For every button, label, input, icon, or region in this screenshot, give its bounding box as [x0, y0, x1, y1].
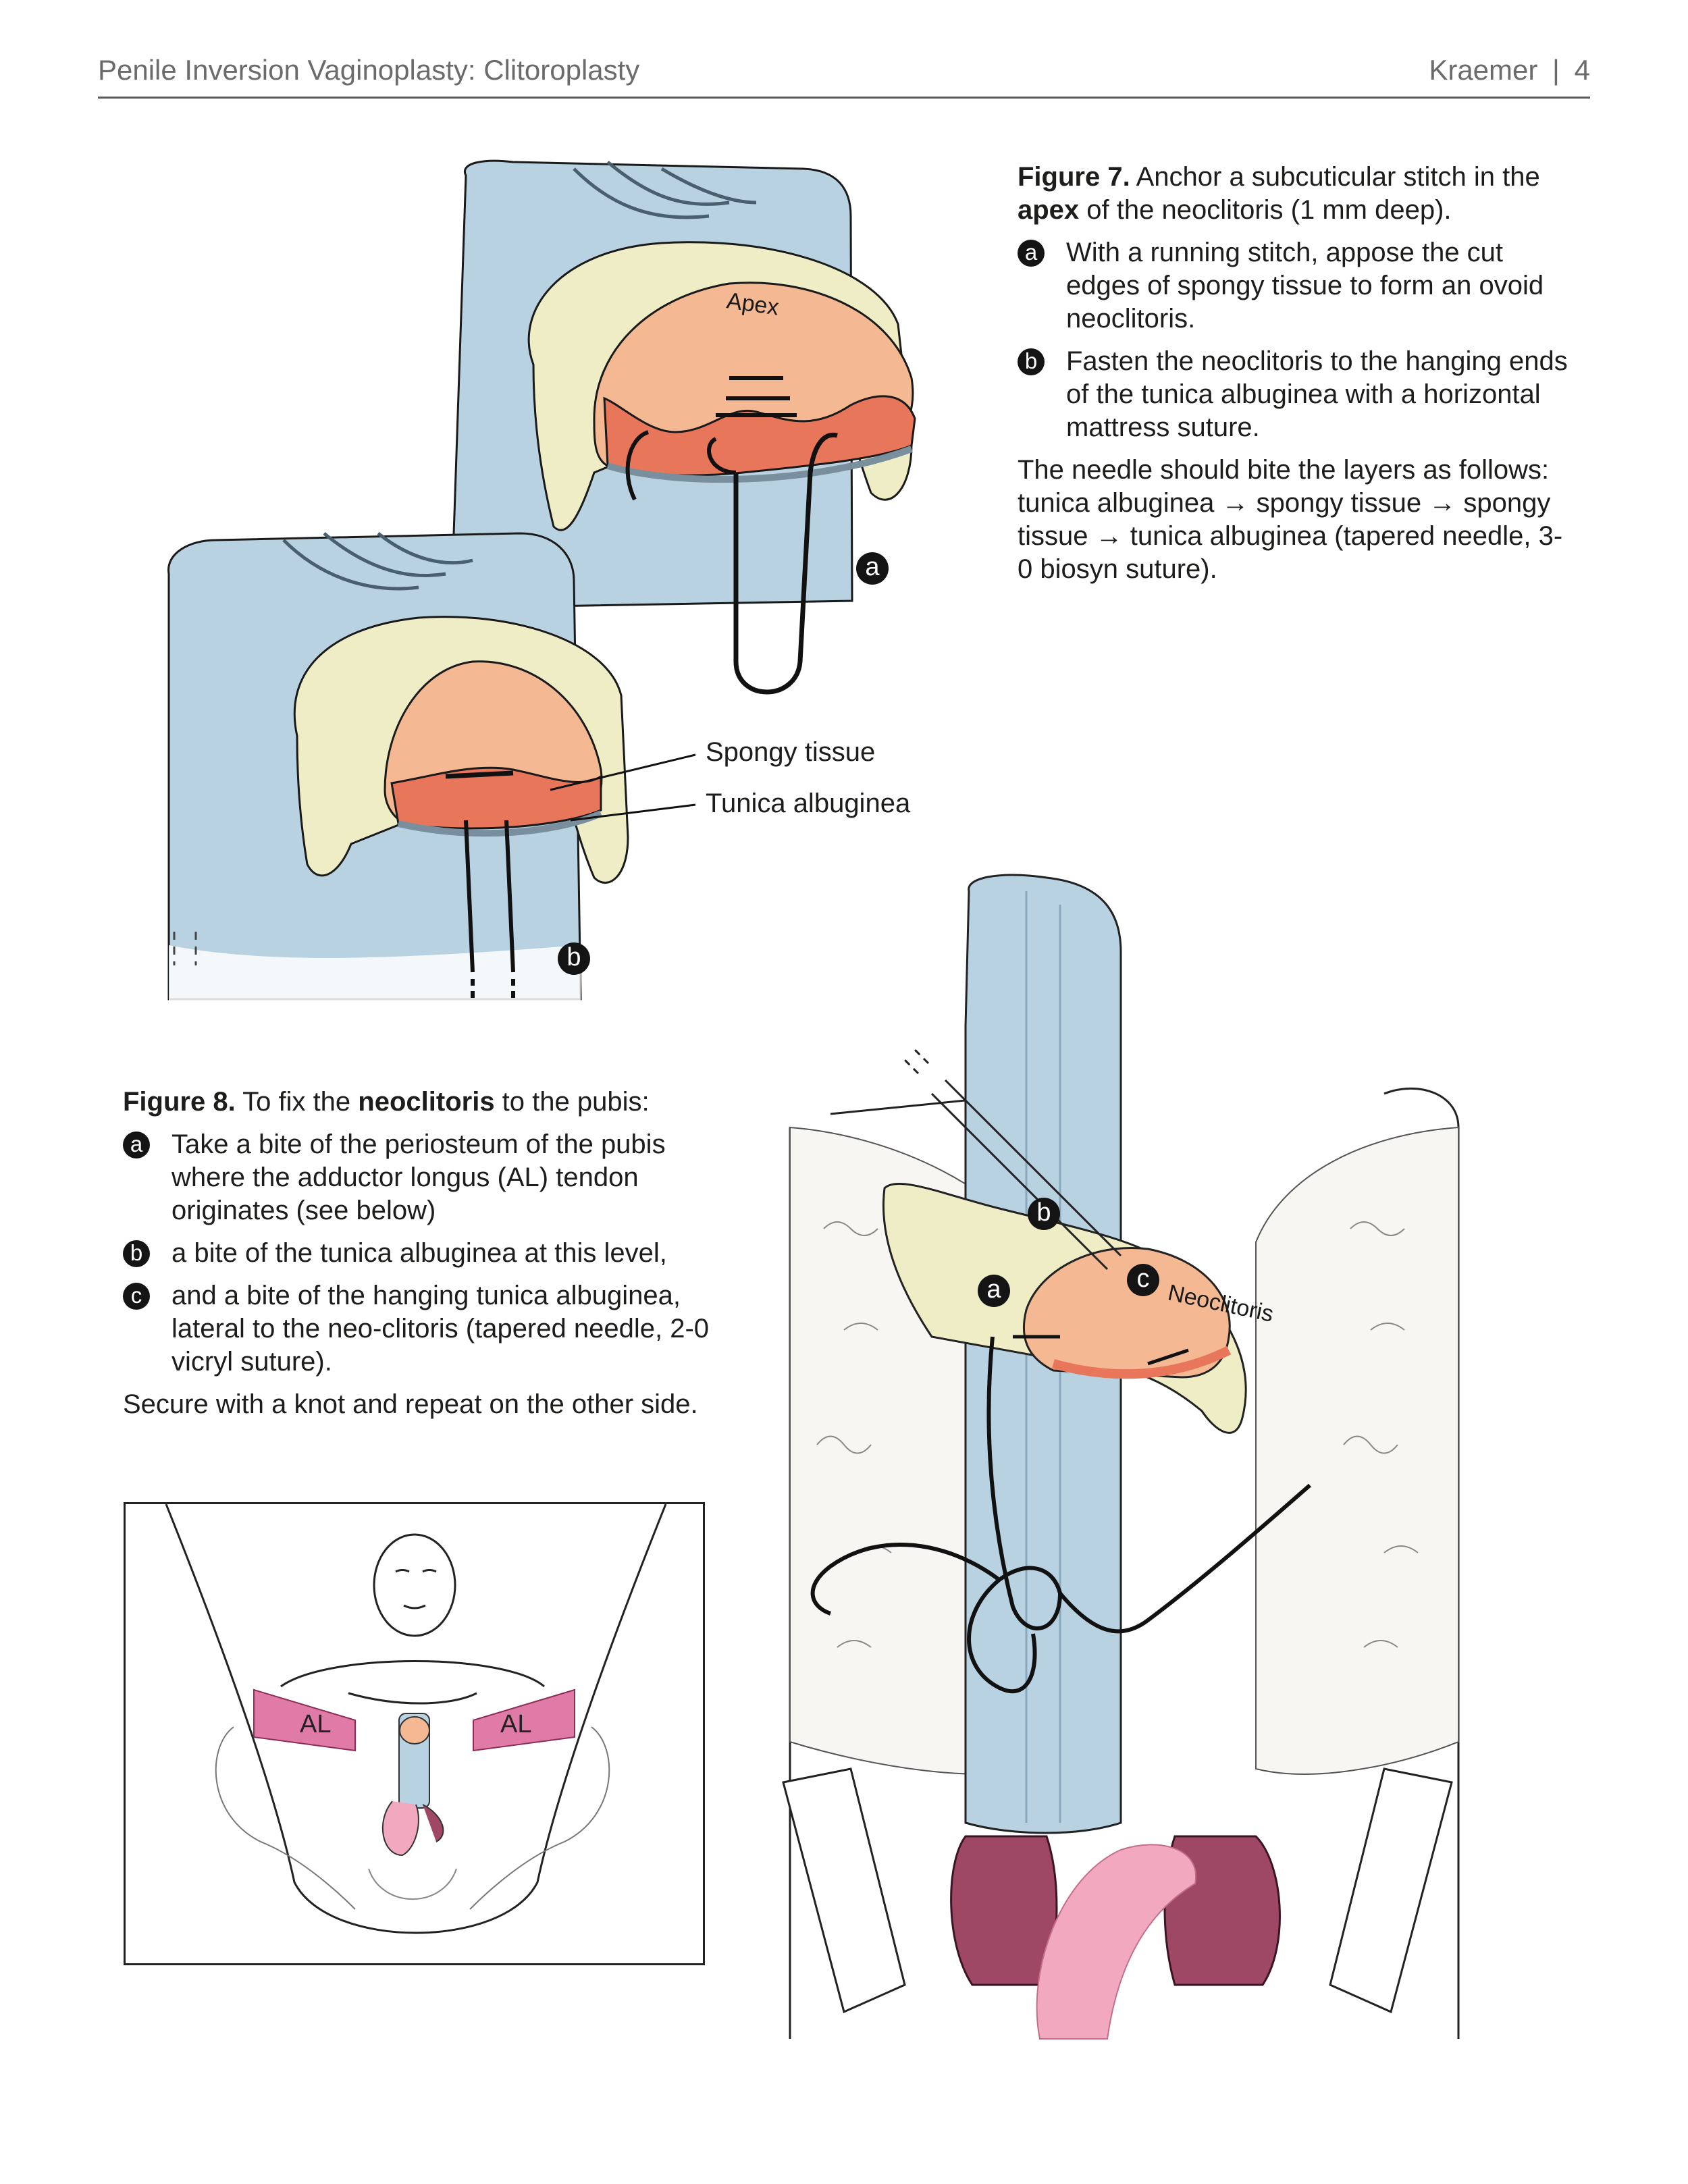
fig8-callout-b: b: [1028, 1198, 1060, 1230]
fig7-caption-post: of the neoclitoris (1 mm deep).: [1079, 195, 1452, 225]
fig8-item-a-badge: a: [123, 1131, 150, 1158]
fig7-upper-stage: Apex: [451, 159, 916, 695]
figure7-caption: Figure 7. Anchor a subcuticular stitch i…: [1018, 161, 1571, 595]
figure8-caption: Figure 8. To fix the neoclitoris to the …: [123, 1086, 717, 1431]
figure8-illustration: Neoclitoris: [782, 874, 1460, 2040]
tunica-leader-line: [570, 803, 696, 822]
fig8-caption-post: to the pubis:: [494, 1087, 650, 1117]
running-header-page: Kraemer | 4: [1429, 54, 1590, 86]
fig7-note: The needle should bite the layers as fol…: [1018, 455, 1563, 584]
figure7-illustration: Apex: [167, 159, 916, 1006]
fig8-caption-bold: neoclitoris: [358, 1087, 495, 1117]
fig7-callout-b: b: [558, 942, 590, 975]
fig8-inset-al-left: AL: [300, 1710, 331, 1738]
fig7-item-b-badge: b: [1018, 348, 1045, 375]
fig8-item-a: a Take a bite of the periosteum of the p…: [123, 1128, 717, 1227]
fig7-item-a-text: With a running stitch, appose the cut ed…: [1066, 238, 1544, 334]
fig7-callout-a: a: [856, 552, 889, 585]
fig8-callout-c: c: [1127, 1264, 1159, 1296]
fig8-item-b-text: a bite of the tunica albuginea at this l…: [172, 1238, 667, 1268]
fig7-spongy-tissue-label: Spongy tissue: [706, 737, 876, 767]
fig7-label: Figure 7.: [1018, 162, 1130, 192]
header-author: Kraemer: [1429, 54, 1538, 86]
fig8-item-b-badge: b: [123, 1240, 150, 1267]
fig8-inset-frame: AL AL: [124, 1502, 705, 1965]
fig8-item-c-text: and a bite of the hanging tunica albugin…: [172, 1281, 710, 1377]
fig8-inset-al-right: AL: [500, 1710, 531, 1738]
fig8-callout-a: a: [978, 1275, 1010, 1307]
fig7-caption-lead: Figure 7. Anchor a subcuticular stitch i…: [1018, 161, 1571, 227]
header-page-number: 4: [1574, 54, 1590, 86]
running-header-title: Penile Inversion Vaginoplasty: Clitoropl…: [98, 54, 640, 86]
fig7-item-b: b Fasten the neoclitoris to the hanging …: [1018, 345, 1571, 444]
fig8-item-c-badge: c: [123, 1283, 150, 1310]
fig8-note: Secure with a knot and repeat on the oth…: [123, 1389, 698, 1419]
spongy-leader-line: [550, 753, 696, 791]
fig7-caption-pre: Anchor a subcuticular stitch in the: [1136, 162, 1540, 192]
fig8-inset-illustration: AL AL: [165, 1504, 667, 1934]
header-rule: [98, 97, 1590, 99]
fig8-item-c: c and a bite of the hanging tunica albug…: [123, 1279, 717, 1379]
fig8-caption-lead: Figure 8. To fix the neoclitoris to the …: [123, 1086, 717, 1119]
fig8-item-a-text: Take a bite of the periosteum of the pub…: [172, 1129, 666, 1225]
fig8-caption-pre: To fix the: [242, 1087, 359, 1117]
fig7-caption-bold: apex: [1018, 195, 1080, 225]
fig7-item-b-text: Fasten the neoclitoris to the hanging en…: [1066, 346, 1568, 442]
fig7-item-a-badge: a: [1018, 240, 1045, 267]
fig7-lower-stage: [167, 532, 629, 1006]
fig8-label: Figure 8.: [123, 1087, 236, 1117]
header-separator: |: [1552, 54, 1560, 86]
fig7-tunica-albuginea-label: Tunica albuginea: [706, 789, 911, 818]
fig8-item-b: b a bite of the tunica albuginea at this…: [123, 1237, 717, 1270]
fig7-item-a: a With a running stitch, appose the cut …: [1018, 236, 1571, 336]
